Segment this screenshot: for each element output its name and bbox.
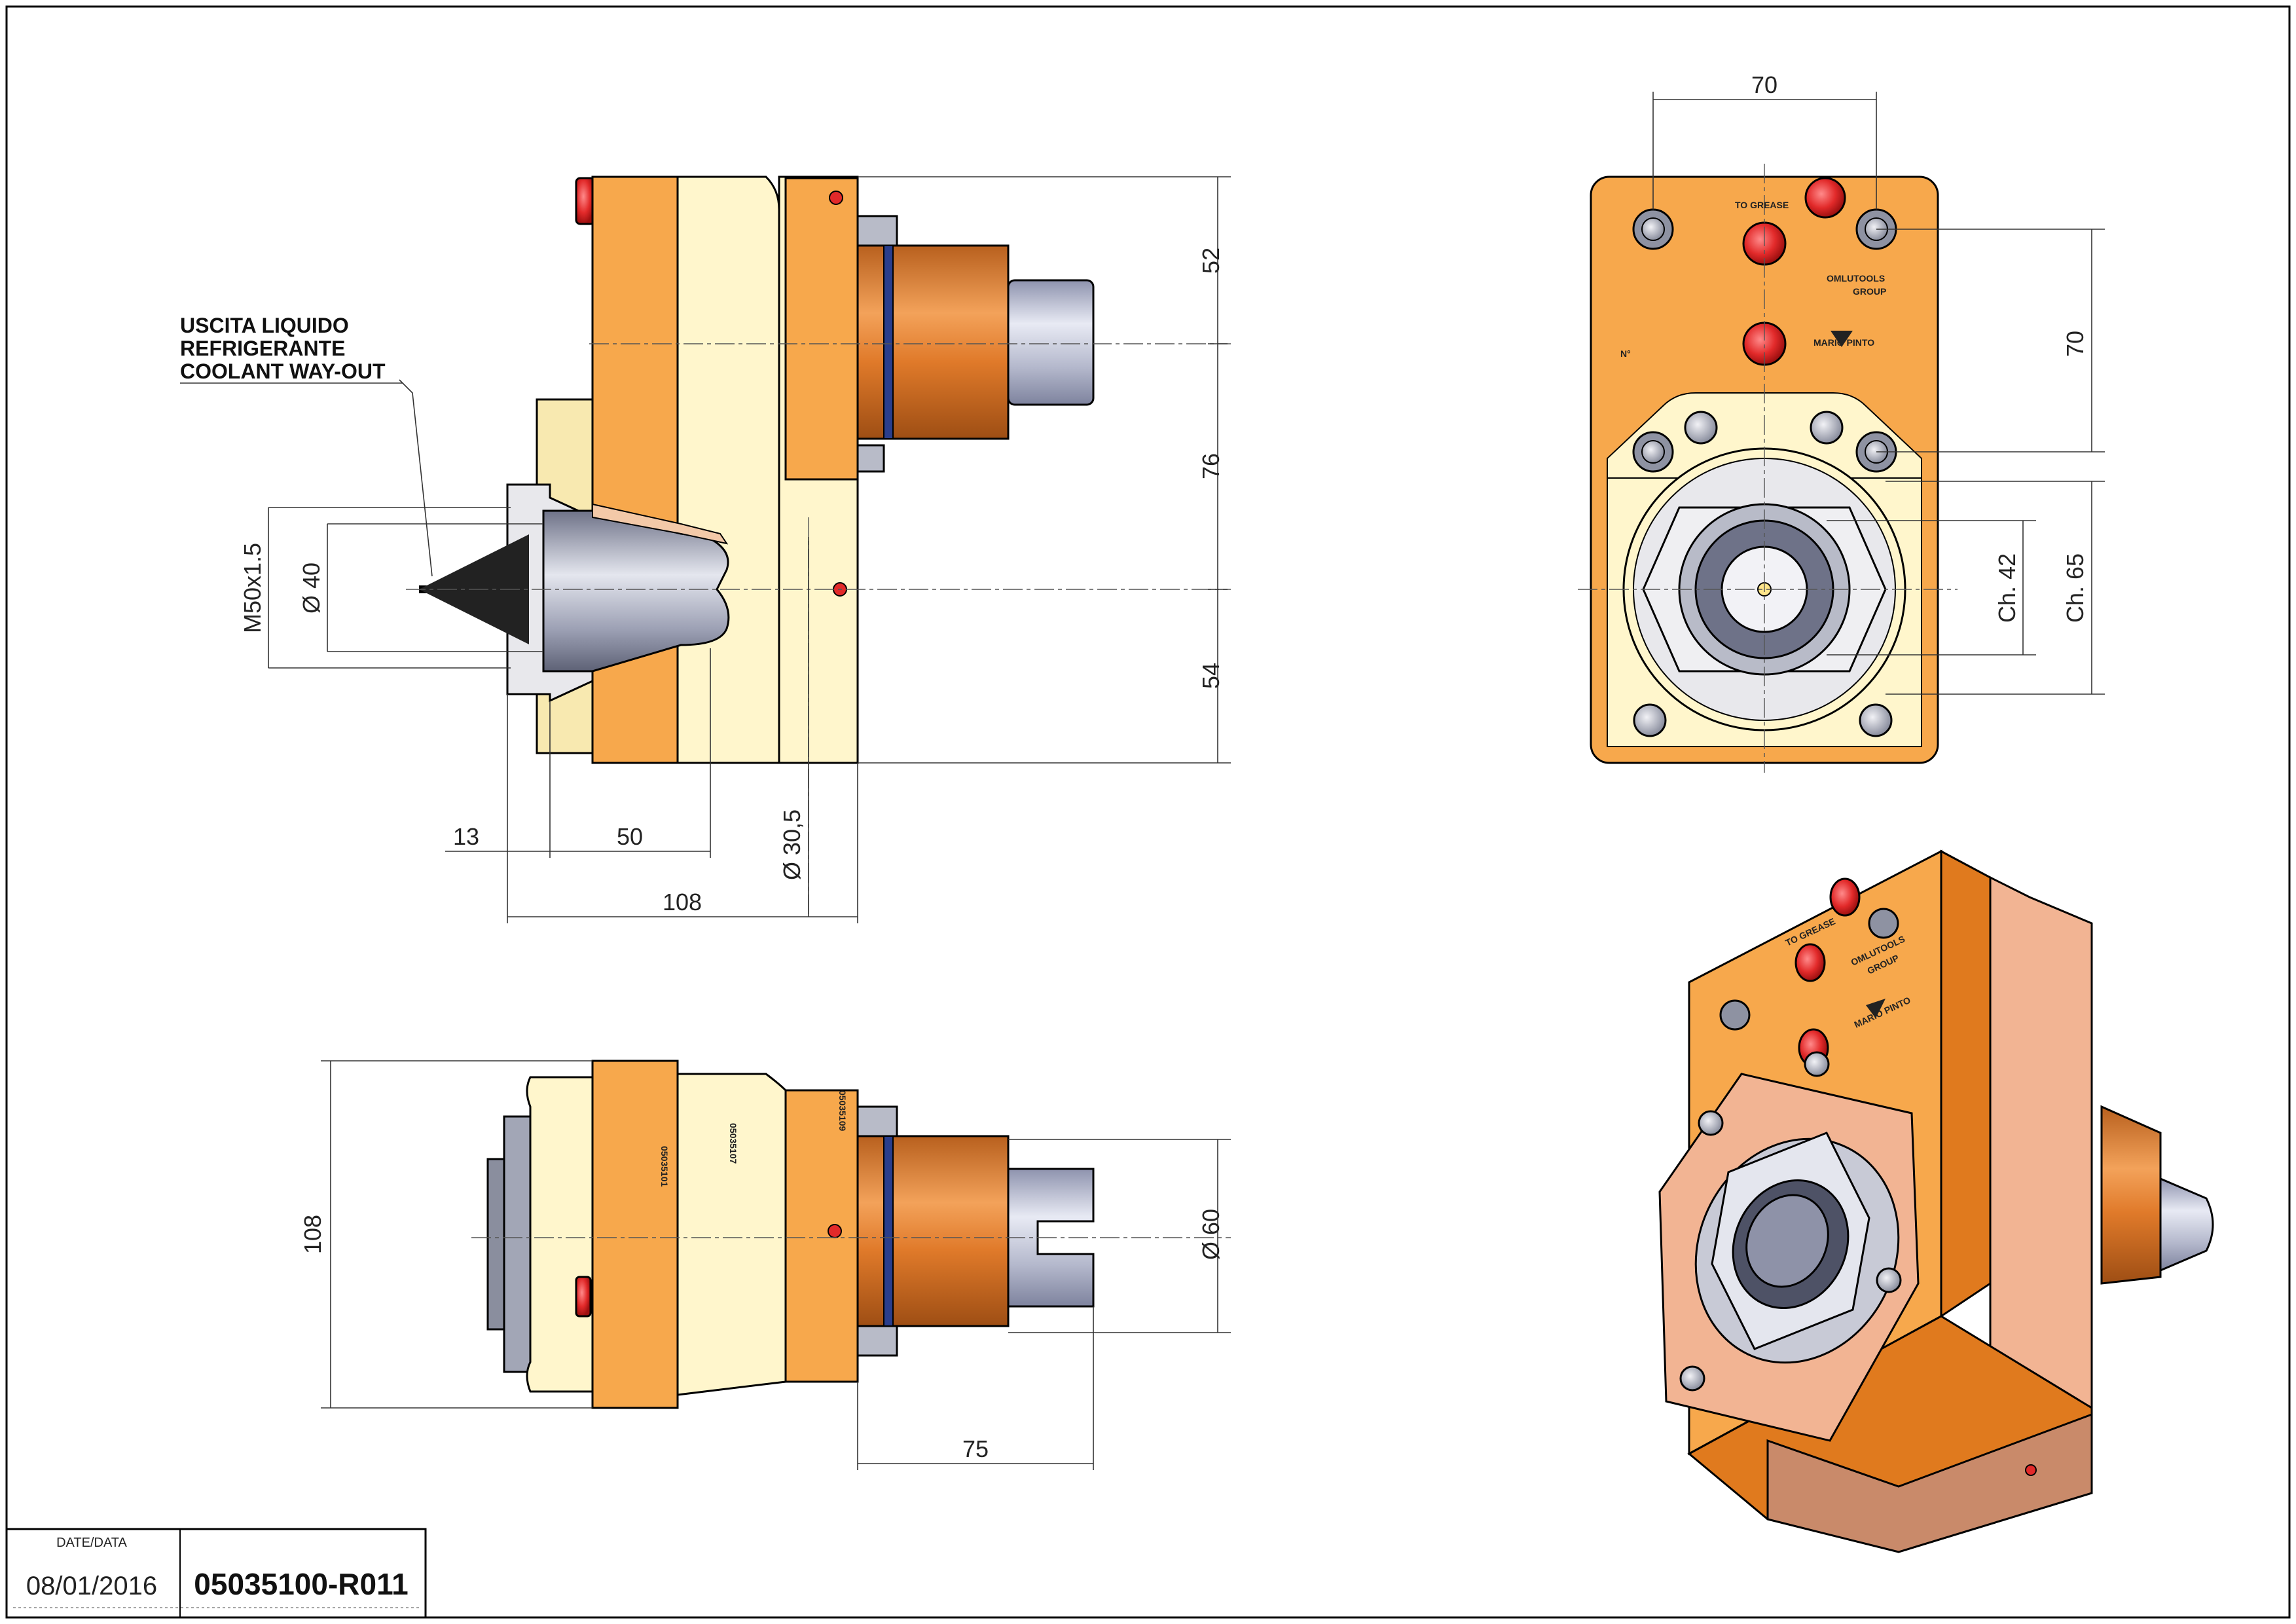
bottom-blue-ring: [883, 1135, 894, 1327]
iso-bolt-icon: [1719, 999, 1751, 1031]
bottom-orange-plate: [784, 1089, 859, 1383]
iso-collet-bore: [1745, 1194, 1829, 1288]
side-steel-shaft: [1007, 279, 1095, 406]
dim-50: 50: [617, 823, 643, 850]
iso-grease-fitting-icon: [1829, 877, 1861, 917]
dim-ch65: Ch. 65: [2062, 553, 2088, 623]
iso-copper-drive: [2100, 1105, 2162, 1285]
coolant-note-line1: USCITA LIQUIDO: [180, 314, 349, 337]
dim-dia-30: Ø 30,5: [778, 809, 805, 880]
front-logo: OMLUTOOLS: [1827, 273, 1885, 284]
front-n-label: N°: [1620, 348, 1631, 359]
dim-ch42: Ch. 42: [1994, 553, 2020, 623]
front-to-grease: TO GREASE: [1735, 200, 1789, 210]
drawing-code: 05035100-R011: [194, 1567, 408, 1601]
grease-fitting-icon: [1804, 177, 1846, 219]
dim-thread: M50x1.5: [239, 543, 266, 633]
bolt-icon: [1633, 703, 1667, 737]
dim-dia-60: Ø 60: [1197, 1209, 1224, 1260]
iso-bolt-icon: [1679, 1365, 1705, 1392]
iso-bottom-salmon: [1766, 1412, 2093, 1553]
bolt-icon: [1641, 217, 1665, 241]
iso-red-dot: [2025, 1464, 2037, 1476]
iso-bolt-icon: [1698, 1110, 1724, 1136]
front-cream-top: [1607, 392, 1922, 479]
bottom-copper-drive: [856, 1135, 1010, 1327]
bolt-icon: [1810, 411, 1844, 445]
bolt-icon: [1859, 703, 1893, 737]
bottom-steel-shaft: [1007, 1168, 1095, 1308]
front-brand: MARIO PINTO: [1813, 337, 1874, 348]
side-grey-pin: [856, 215, 898, 247]
side-cream-body: [676, 175, 780, 764]
sheet-border: [5, 5, 2291, 1619]
side-blue-ring: [883, 245, 894, 439]
iso-brand-triangle-icon: [1866, 999, 1886, 1018]
bottom-grey-pin-top: [856, 1105, 898, 1137]
bottom-red-plug: [575, 1276, 592, 1318]
bottom-orange-flange: [591, 1060, 679, 1409]
bottom-red-dot: [828, 1224, 842, 1238]
dim-dia-40: Ø 40: [298, 563, 325, 614]
side-collet-taper: [542, 509, 730, 673]
drawing-date: 08/01/2016: [26, 1572, 157, 1600]
engraving-b: 05035107: [728, 1123, 738, 1164]
front-view: [1578, 92, 2105, 773]
iso-steel-shaft: [2159, 1177, 2214, 1272]
dim-13: 13: [453, 823, 479, 850]
iso-bolt-icon: [1868, 908, 1899, 939]
bolt-icon: [1684, 411, 1718, 445]
side-copper-drive: [856, 244, 1010, 440]
side-red-dot-top: [829, 191, 843, 205]
dim-52: 52: [1197, 248, 1224, 274]
iso-side-face: [1940, 849, 1992, 1318]
side-view: [268, 175, 1231, 923]
iso-view: [1658, 849, 2214, 1553]
iso-bolt-icon: [1876, 1267, 1902, 1293]
bottom-collet-hex: [503, 1115, 532, 1373]
dim-76: 76: [1197, 453, 1224, 479]
dim-75: 75: [962, 1435, 989, 1462]
title-block: [5, 1528, 427, 1619]
bottom-view: [321, 1060, 1231, 1470]
iso-grease-fitting-icon: [1795, 943, 1826, 982]
dim-54: 54: [1197, 663, 1224, 689]
dim-70-width: 70: [1751, 71, 1777, 98]
engraving-c: 05035109: [837, 1090, 848, 1132]
dim-108-bottom: 108: [299, 1215, 326, 1254]
front-group: GROUP: [1853, 286, 1886, 297]
brand-triangle-icon: [1831, 331, 1853, 347]
side-orange-plate: [784, 177, 859, 481]
bottom-cream-left: [526, 1076, 594, 1393]
coolant-note-line2: REFRIGERANTE: [180, 337, 345, 360]
date-label: DATE/DATA: [56, 1536, 127, 1550]
iso-bolt-icon: [1804, 1051, 1830, 1077]
side-orange-flange: [591, 175, 679, 764]
bottom-grey-pin-bot: [856, 1325, 898, 1357]
side-grey-pin-2: [856, 444, 885, 473]
side-housing-hatch: [592, 503, 729, 545]
dim-70-height: 70: [2062, 331, 2088, 357]
engraving-a: 05035101: [659, 1146, 670, 1187]
bottom-cream-mid: [676, 1073, 787, 1396]
coolant-note-line3: COOLANT WAY-OUT: [180, 360, 386, 383]
dim-108-side: 108: [663, 889, 702, 915]
bolt-icon: [1641, 440, 1665, 464]
